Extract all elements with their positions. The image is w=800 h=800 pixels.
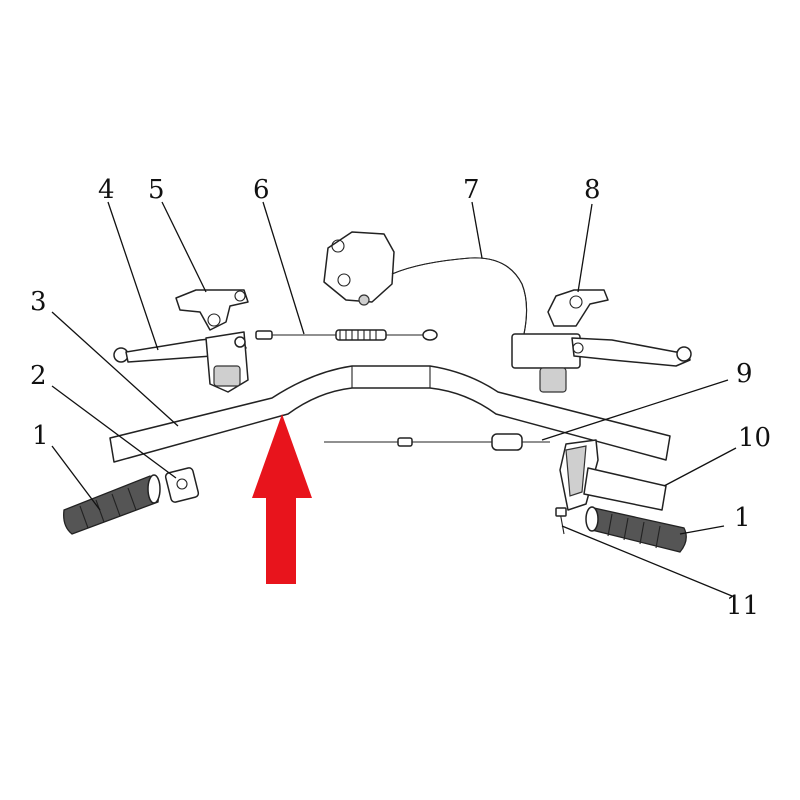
callout-grip-right: 1	[734, 503, 751, 533]
throttle-housing	[559, 439, 667, 511]
clutch-bracket-cover	[175, 289, 249, 331]
callouts: 1 2 3 4 5 6 7 8 9 10 1 11	[30, 175, 771, 621]
handlebar	[109, 365, 671, 463]
callout-master-cylinder-cover: 8	[584, 175, 601, 205]
right-grip	[585, 506, 687, 553]
callout-brake-hose-caliper: 7	[463, 175, 480, 205]
red-up-arrow-icon	[252, 414, 312, 584]
callout-throttle-tube: 10	[738, 423, 771, 453]
leader-lines	[51, 201, 737, 597]
left-switch	[164, 467, 200, 503]
callout-throttle-housing-screw: 11	[726, 591, 759, 621]
throttle-cable	[324, 433, 550, 451]
callout-clutch-cable: 6	[253, 175, 270, 205]
clutch-cable	[255, 329, 438, 341]
brake-caliper-hose	[323, 231, 528, 335]
left-grip	[63, 474, 161, 535]
master-cylinder-lever	[511, 333, 692, 393]
master-cylinder-cover	[547, 289, 609, 327]
callout-clutch-lever: 4	[98, 175, 115, 205]
callout-handlebar: 3	[30, 287, 47, 317]
clutch-lever	[113, 331, 249, 393]
callout-grip-left: 1	[32, 421, 49, 451]
callout-clutch-bracket-cover: 5	[148, 175, 165, 205]
throttle-housing-screw	[555, 507, 567, 535]
callout-throttle-cable: 9	[736, 359, 753, 389]
callout-switch-left: 2	[30, 361, 47, 391]
